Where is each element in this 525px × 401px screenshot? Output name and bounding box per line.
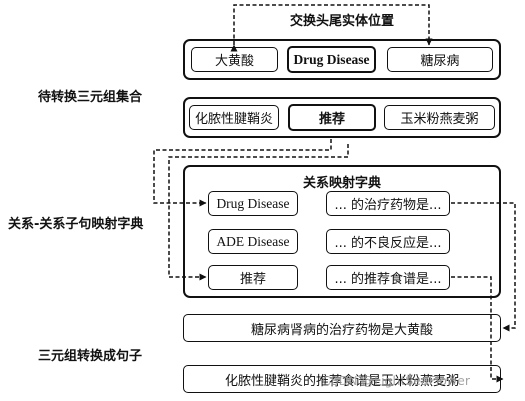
label-triple-to-sentence: 三元组转换成句子 xyxy=(38,349,143,364)
label-triple-set: 待转换三元组集合 xyxy=(38,90,143,105)
output-sentence-1: 糖尿病肾病的治疗药物是大黄酸 xyxy=(183,314,501,342)
dictionary-title: 关系映射字典 xyxy=(302,176,381,191)
dict-value-treatment: ... 的治疗药物是... xyxy=(326,191,450,216)
triple-relation: 推荐 xyxy=(288,104,376,131)
watermark: CSDN @LightSeaFlower xyxy=(322,373,470,388)
triple-tail-entity: 玉米粉燕麦粥 xyxy=(384,105,495,130)
dict-key-recommend: 推荐 xyxy=(208,265,298,290)
swap-arrow xyxy=(230,4,433,52)
dict-value-recipe: ... 的推荐食谱是... xyxy=(326,265,450,290)
dict-value-adverse-reaction: ... 的不良反应是... xyxy=(326,229,450,254)
arrow-triple-to-drug-disease xyxy=(153,139,332,207)
arrow-value-to-sentence-2 xyxy=(451,276,504,383)
dict-key-drug-disease: Drug Disease xyxy=(208,191,298,216)
arrow-triple-to-recommend xyxy=(168,144,349,281)
triple-head-entity: 化脓性腱鞘炎 xyxy=(189,105,279,130)
arrow-value-to-sentence-1 xyxy=(451,202,516,332)
label-relation-mapping: 关系-关系子句映射字典 xyxy=(8,217,144,232)
swap-title: 交换头尾实体位置 xyxy=(289,14,394,29)
dict-key-ade-disease: ADE Disease xyxy=(208,229,298,254)
output-sentence-2: 化脓性腱鞘炎的推荐食谱是玉米粉燕麦粥 xyxy=(183,365,501,393)
